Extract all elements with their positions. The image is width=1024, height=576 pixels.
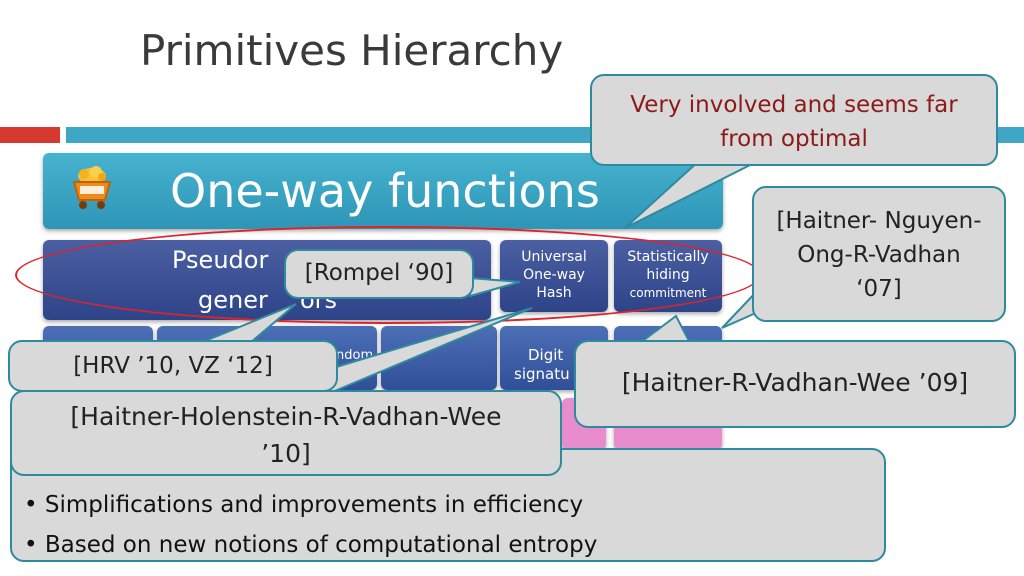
- page-title: Primitives Hierarchy: [140, 26, 564, 75]
- pointer-hrvw: [637, 314, 692, 344]
- pointer-involved: [624, 159, 761, 229]
- digsig-fragment-line: Digit: [528, 346, 564, 364]
- callout-hnorv-line: [Haitner- Nguyen-: [776, 208, 982, 234]
- callout-involved-line: Very involved and seems far: [630, 92, 958, 118]
- callout-hhrvw-line: [Haitner-Holenstein-R-Vadhan-Wee: [70, 402, 502, 431]
- callout-hhrvw-line: ’10]: [261, 439, 311, 468]
- callout-hnorv: [Haitner- Nguyen- Ong-R-Vadhan ‘07]: [752, 186, 1006, 322]
- callout-hnorv-line: ‘07]: [856, 276, 902, 302]
- digsig-fragment: Digit signatu: [514, 346, 570, 384]
- callout-involved: Very involved and seems far from optimal: [590, 74, 998, 166]
- callout-hnorv-line: Ong-R-Vadhan: [797, 242, 961, 268]
- bullet-text: Simplifications and improvements in effi…: [44, 492, 584, 518]
- accent-bar-red: [0, 127, 60, 143]
- callout-hrvw: [Haitner-R-Vadhan-Wee ’09]: [574, 340, 1016, 428]
- callout-rompel: [Rompel ‘90]: [284, 249, 474, 299]
- cart-icon: [66, 162, 118, 214]
- bullet-text: Based on new notions of computational en…: [44, 532, 598, 558]
- bullet-item: • Simplifications and improvements in ef…: [24, 492, 584, 518]
- pointer-hrv: [199, 303, 297, 344]
- pointer-rompel: [469, 276, 521, 298]
- callout-hhrvw: [Haitner-Holenstein-R-Vadhan-Wee ’10]: [10, 390, 562, 476]
- digsig-fragment-line: signatu: [514, 365, 570, 383]
- callout-involved-line: from optimal: [720, 126, 868, 152]
- callout-hrv: [HRV ’10, VZ ‘12]: [8, 340, 338, 392]
- one-way-functions-label: One-way functions: [170, 164, 600, 218]
- bullet-item: • Based on new notions of computational …: [24, 532, 598, 558]
